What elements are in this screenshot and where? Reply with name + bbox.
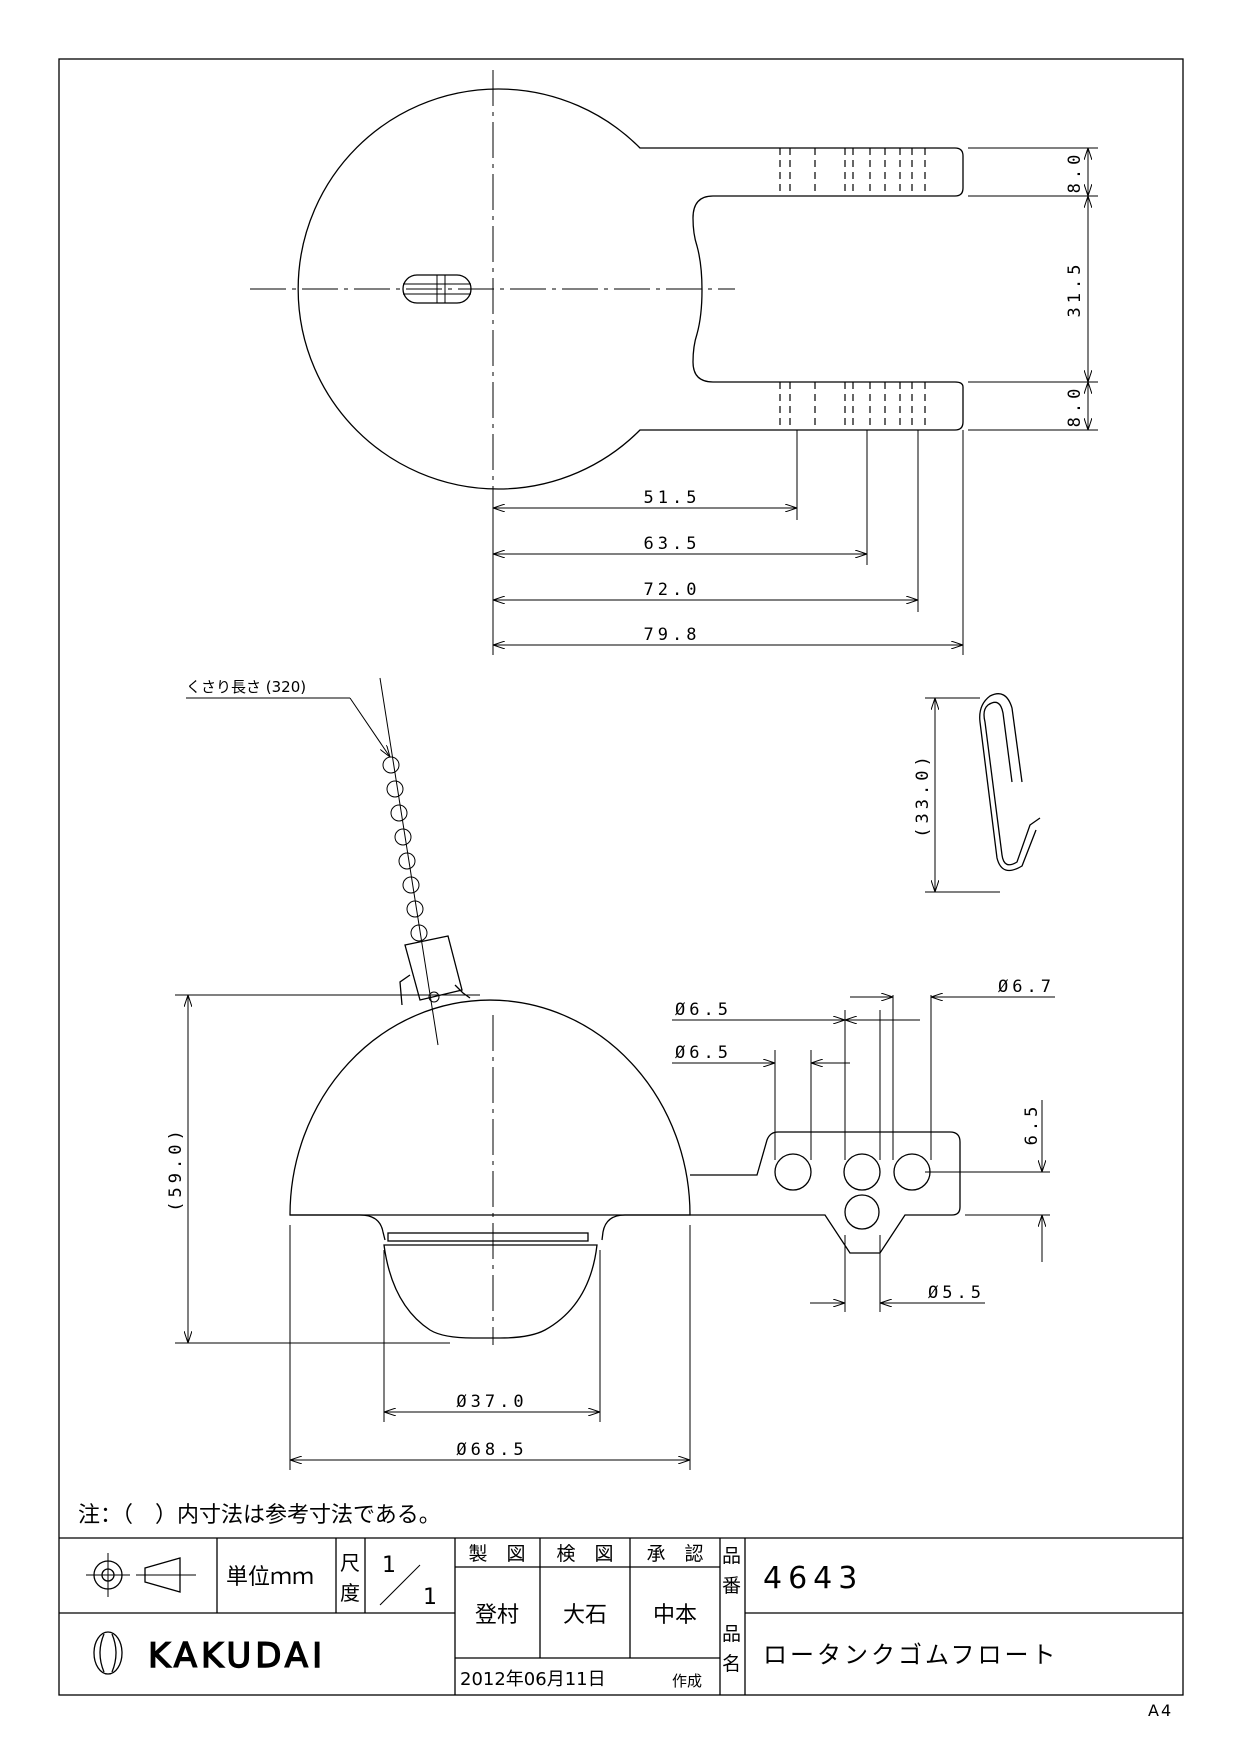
prong-hidden-lines: [779, 148, 926, 430]
dim-31-5: 31.5: [1065, 261, 1085, 318]
part-no-label-1: 品: [722, 1545, 741, 1567]
third-angle-projection-icon: [86, 1553, 196, 1597]
dim-33: (33.0): [913, 752, 933, 837]
dim-8-lower: 8.0: [1065, 385, 1085, 428]
kakudai-logo: [93, 1631, 123, 1675]
part-name: ロータンクゴムフロート: [763, 1641, 1059, 1669]
role-drawn: 製 図: [468, 1543, 525, 1565]
brand-name: KAKUDAI: [148, 1636, 326, 1676]
dim-hole-6-5-b: Ø6.5: [675, 1043, 732, 1063]
unit-label: 単位ｍｍ: [226, 1565, 314, 1590]
dim-72-0: 72.0: [644, 580, 701, 600]
scale-num: 1: [382, 1553, 396, 1578]
name-approved: 中本: [653, 1603, 697, 1628]
dim-51-5: 51.5: [644, 488, 701, 508]
dim-79-8: 79.8: [644, 625, 701, 645]
hole-3: [893, 1153, 931, 1191]
title-block: 単位ｍｍ 尺 度 1 1 製 図 検 図 承 認 登村 大石 中本 2012年0…: [59, 1537, 1183, 1695]
scale-label-2: 度: [340, 1581, 360, 1605]
role-checked: 検 図: [556, 1543, 613, 1565]
hook-wire: [983, 701, 1041, 866]
hole-1: [774, 1153, 812, 1191]
scale-label-1: 尺: [340, 1551, 360, 1575]
dim-8-upper: 8.0: [1065, 151, 1085, 194]
sheet-border: [58, 58, 1184, 1696]
part-name-label-1: 品: [722, 1623, 741, 1645]
dim-pitch-6-5: 6.5: [1022, 1103, 1042, 1146]
mounting-arm: [690, 1131, 961, 1254]
dim-63-5: 63.5: [644, 534, 701, 554]
ball-chain: くさり長さ (320): [186, 677, 471, 1046]
flapper-dome: [289, 999, 691, 1216]
dim-hole-5-5: Ø5.5: [928, 1283, 985, 1303]
scale-den: 1: [423, 1585, 437, 1610]
part-number: 4643: [763, 1561, 863, 1596]
flapper-outline-top: [297, 88, 964, 490]
flapper-skirt-right: [601, 1214, 690, 1241]
role-approved: 承 認: [646, 1543, 703, 1565]
name-drawn: 登村: [475, 1603, 519, 1628]
hole-2: [843, 1153, 881, 1191]
front-view: (59.0) Ø37.0 Ø68.5 Ø6.5 Ø6.5 Ø6.7 Ø5.5: [166, 977, 1055, 1470]
dim-59: (59.0): [166, 1126, 186, 1211]
dim-dia-37: Ø37.0: [456, 1392, 527, 1412]
top-view: 8.0 31.5 8.0 51.5 63.5 72.0 79.8: [250, 70, 1098, 655]
name-checked: 大石: [563, 1603, 607, 1628]
chain-length-label: くさり長さ (320): [186, 678, 306, 696]
flapper-bowl: [383, 1244, 598, 1339]
hook-view: (33.0): [913, 693, 1041, 893]
dim-hole-6-7: Ø6.7: [998, 977, 1055, 997]
note-text: 注：（ ）内寸法は参考寸法である。: [78, 1503, 441, 1528]
flapper-skirt-left: [290, 1214, 386, 1241]
hole-4: [844, 1194, 880, 1230]
part-name-label-2: 名: [722, 1653, 741, 1675]
date-text: 2012年06月11日: [460, 1669, 606, 1690]
part-no-label-2: 番: [722, 1575, 741, 1597]
dim-dia-68-5: Ø68.5: [456, 1440, 527, 1460]
sheet-size: A4: [1148, 1701, 1173, 1720]
chain-sleeve: [404, 935, 463, 1001]
created-label: 作成: [672, 1672, 702, 1690]
dim-hole-6-5-a: Ø6.5: [675, 1000, 732, 1020]
